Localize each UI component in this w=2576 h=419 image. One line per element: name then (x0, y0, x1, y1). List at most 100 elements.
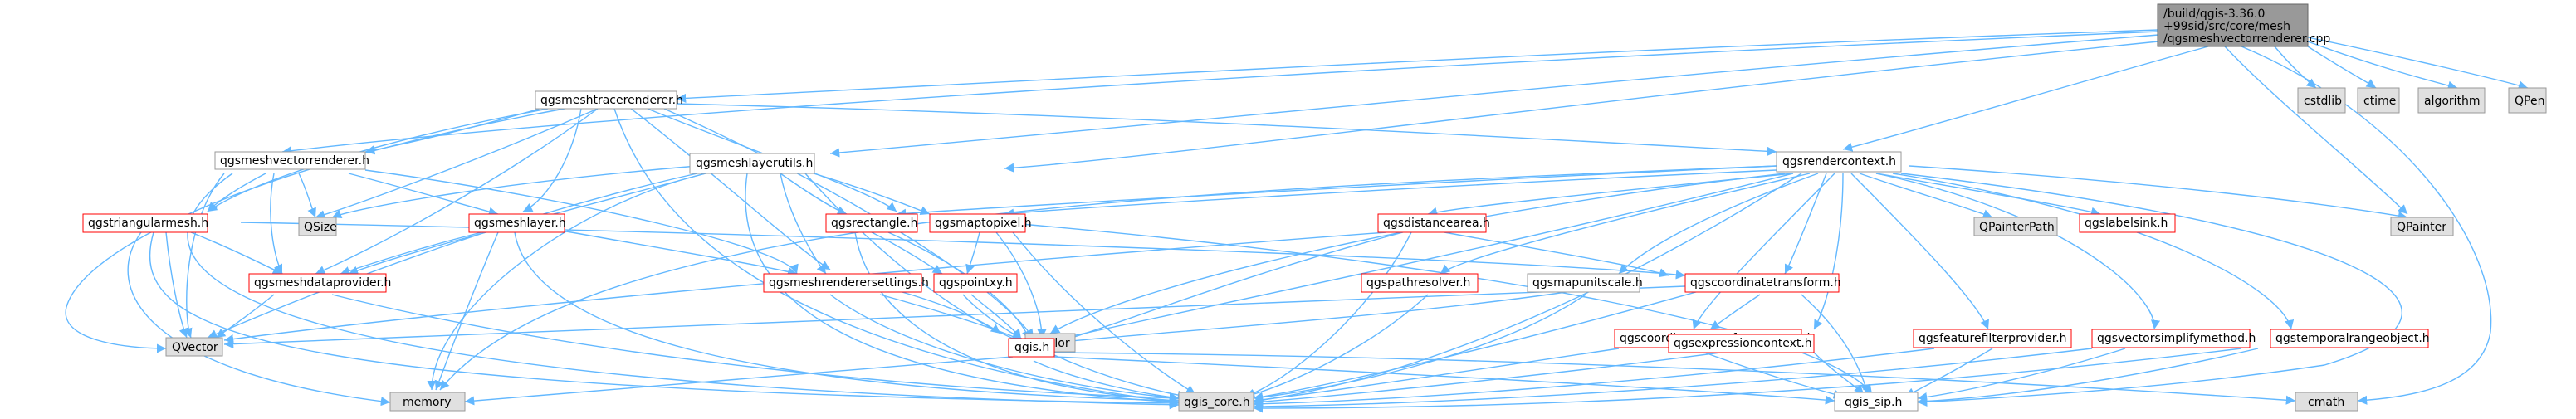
edge-ffp-qgissip (1904, 348, 1993, 397)
root-path-line2: +99sid/src/core/mesh (2163, 20, 2290, 33)
edge-ctctx-qgiscore (1253, 348, 1620, 405)
node-qgspointxy[interactable]: qgspointxy.h (933, 273, 1018, 293)
node-qgsmeshdataprovider[interactable]: qgsmeshdataprovider.h (248, 273, 391, 293)
edge-root-vectorrenderer (281, 31, 2159, 156)
edge-layerutils-qvector (207, 173, 698, 339)
edge-dist-coordtransform (1444, 231, 1669, 278)
node-qgscoordinatetransform[interactable]: qgscoordinatetransform.h (1684, 273, 1841, 293)
label-qgstriangularmesh: qgstriangularmesh.h (88, 217, 208, 230)
label-qgspointxy: qgspointxy.h (939, 276, 1013, 290)
node-qgsdistancearea[interactable]: qgsdistancearea.h (1377, 213, 1490, 233)
node-qgspathresolver[interactable]: qgspathresolver.h (1361, 273, 1479, 293)
edge-layerutils-maptopixel (813, 173, 931, 216)
edge-tri-memory (127, 231, 391, 407)
node-qgsmeshlayerutils[interactable]: qgsmeshlayerutils.h (689, 153, 815, 174)
node-root-file[interactable]: /build/qgis-3.36.0 +99sid/src/core/mesh … (2157, 3, 2330, 47)
node-qpainterpath[interactable]: QPainterPath (1973, 217, 2058, 236)
edge-rc-vectorsimplify (1875, 173, 2161, 330)
label-qgis-sip: qgis_sip.h (1845, 396, 1902, 409)
edge-root-layerutils (829, 34, 2159, 158)
edge-rc-featurefilter (1850, 173, 1989, 330)
node-cstdlib[interactable]: cstdlib (2297, 87, 2346, 114)
edge-rc-expressioncontext (1813, 173, 1844, 330)
node-qgstriangularmesh[interactable]: qgstriangularmesh.h (82, 213, 208, 233)
edge-tracerenderer-qgiscore (613, 108, 1180, 407)
edge-root-qpen (2307, 37, 2529, 90)
node-memory[interactable]: memory (389, 392, 466, 412)
edge-root-tracerenderer (676, 29, 2159, 104)
nodes: /build/qgis-3.36.0 +99sid/src/core/mesh … (82, 3, 2547, 412)
edge-m2p-qgis (995, 231, 1047, 339)
node-qgstemporalrangeobject[interactable]: qgstemporalrangeobject.h (2270, 329, 2430, 348)
node-cmath[interactable]: cmath (2295, 392, 2358, 412)
node-qgsfeaturefilterprovider[interactable]: qgsfeaturefilterprovider.h (1913, 329, 2072, 348)
label-qgsmeshdataprovider: qgsmeshdataprovider.h (254, 276, 391, 290)
node-qgsmeshvectorrenderer[interactable]: qgsmeshvectorrenderer.h (214, 151, 369, 170)
edge-rc-temporalrange (1892, 173, 2295, 330)
edge-expr-qgissip (1809, 348, 1865, 395)
edge-pointxy-qgiscore (962, 294, 1188, 400)
edge-dataprovider-qvector (215, 294, 275, 339)
label-qgis: qgis.h (1014, 341, 1049, 354)
edge-root-ctime (2307, 46, 2377, 89)
edge-dist-qgis (1058, 231, 1404, 344)
label-qgsmeshvectorrenderer: qgsmeshvectorrenderer.h (220, 154, 369, 168)
node-qgis-sip[interactable]: qgis_sip.h (1834, 392, 1919, 412)
node-qpainter[interactable]: QPainter (2390, 217, 2454, 236)
label-qpen: QPen (2515, 95, 2544, 108)
node-qgsmeshrenderersettings[interactable]: qgsmeshrenderersettings.h (763, 273, 929, 293)
node-qgsmapunitscale[interactable]: qgsmapunitscale.h (1527, 273, 1643, 293)
node-qgis[interactable]: qgis.h (1008, 338, 1055, 358)
edge-coordtransform-qgissip (1801, 294, 1870, 395)
edge-layerutils-qsize (331, 165, 698, 219)
node-qpen[interactable]: QPen (2508, 87, 2547, 114)
label-qpainter: QPainter (2397, 221, 2446, 234)
edge-rc-qpainterpath (1859, 173, 1993, 219)
node-qgsmeshtracerenderer[interactable]: qgsmeshtracerenderer.h (535, 90, 683, 110)
edge-tri-dataprovider (190, 231, 283, 275)
root-path-line3: /qgsmeshvectorrenderer.cpp (2163, 32, 2330, 46)
edge-root-qpainter (2224, 46, 2408, 215)
node-qgsmaptopixel[interactable]: qgsmaptopixel.h (929, 213, 1032, 233)
node-qvector[interactable]: QVector (165, 337, 223, 357)
edge-root-cmath (2241, 46, 2492, 405)
edge-vector-pointxy (364, 169, 799, 275)
node-qgsmeshlayer[interactable]: qgsmeshlayer.h (468, 213, 566, 233)
label-qgsmapunitscale: qgsmapunitscale.h (1532, 276, 1643, 290)
edge-tri-qvector (165, 231, 188, 339)
node-qgsrectangle[interactable]: qgsrectangle.h (825, 213, 918, 233)
node-algorithm[interactable]: algorithm (2417, 87, 2486, 114)
edge-m2p-qgissip (1020, 223, 1873, 395)
label-qgsmaptopixel: qgsmaptopixel.h (935, 217, 1032, 230)
edge-root-maptopixel (1004, 41, 2159, 173)
node-qgslabelsink[interactable]: qgslabelsink.h (2079, 213, 2176, 233)
node-qgsvectorsimplifymethod[interactable]: qgsvectorsimplifymethod.h (2091, 329, 2256, 348)
node-qgsexpressioncontext[interactable]: qgsexpressioncontext.h (1668, 334, 1815, 353)
edge-tracerenderer-rendersettings (630, 108, 831, 270)
edge-layerutils-qgiscore (745, 173, 1180, 407)
label-qgis-core: qgis_core.h (1184, 396, 1250, 409)
node-qgsrendercontext[interactable]: qgsrendercontext.h (1776, 151, 1902, 173)
label-qsize: QSize (304, 221, 337, 234)
label-qgsdistancearea: qgsdistancearea.h (1383, 217, 1490, 230)
edge-qgis-qgiscore (1033, 360, 1180, 402)
node-qsize[interactable]: QSize (298, 217, 337, 236)
edge-tro-qgiscore (1253, 348, 2242, 413)
edge-pathresolver-qgiscore (1244, 294, 1429, 399)
node-qgis-core[interactable]: qgis_core.h (1178, 392, 1254, 412)
edge-rc-qpainter (1909, 165, 2408, 221)
label-memory: memory (403, 396, 452, 409)
edge-rc-qgis (1045, 173, 1794, 344)
node-ctime[interactable]: ctime (2357, 87, 2400, 114)
edge-rc-qgiscore (1244, 173, 1802, 407)
edge-vector-meshlayer (348, 173, 499, 217)
edge-coordtransform-qvector (223, 285, 1686, 349)
label-qgstemporalrangeobject: qgstemporalrangeobject.h (2275, 332, 2430, 345)
edge-m2p-pointxy (965, 231, 980, 275)
edge-tracerenderer-dataprovider (315, 108, 599, 275)
edge-rect-qgiscore (854, 231, 1180, 405)
edge-rc-coordtransformcontext (1692, 173, 1835, 330)
edge-root-cstdlib (2274, 46, 2317, 89)
edge-coordtransform-qgiscore (1253, 290, 1703, 402)
